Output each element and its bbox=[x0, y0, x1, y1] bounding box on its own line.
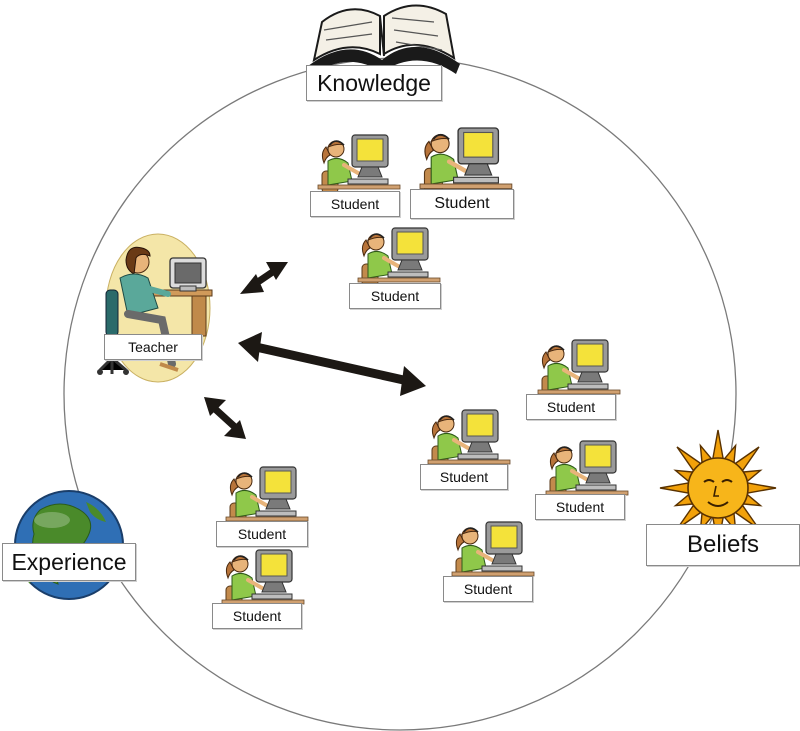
arrow-teacher-student-bottom bbox=[204, 397, 246, 439]
experience-label: Experience bbox=[2, 543, 136, 581]
student-label: Student bbox=[410, 189, 514, 219]
student-label: Student bbox=[526, 394, 616, 420]
student-icon bbox=[220, 548, 306, 610]
arrow-teacher-student-top bbox=[240, 262, 288, 294]
student-label: Student bbox=[310, 191, 400, 217]
student-label: Student bbox=[420, 464, 508, 490]
interaction-arrows bbox=[204, 262, 426, 439]
student-label: Student bbox=[443, 576, 533, 602]
beliefs-label: Beliefs bbox=[646, 524, 800, 566]
student-label: Student bbox=[535, 494, 625, 520]
student-icon bbox=[224, 465, 310, 527]
student-icon bbox=[536, 338, 622, 400]
student-icon bbox=[544, 439, 630, 501]
sun-ray bbox=[746, 482, 777, 494]
teacher-label: Teacher bbox=[104, 334, 202, 360]
student-icon bbox=[316, 133, 402, 195]
student-label: Student bbox=[349, 283, 441, 309]
arrow-teacher-student-group bbox=[238, 332, 426, 396]
student-icon bbox=[356, 226, 442, 288]
student-label: Student bbox=[216, 521, 308, 547]
student-icon bbox=[426, 408, 512, 470]
context-circle bbox=[63, 57, 737, 731]
student-icon bbox=[420, 128, 512, 193]
knowledge-label: Knowledge bbox=[306, 65, 442, 101]
sun-ray bbox=[712, 429, 724, 460]
student-label: Student bbox=[212, 603, 302, 629]
sun-icon bbox=[659, 429, 777, 547]
student-icon bbox=[450, 520, 536, 582]
sun-ray bbox=[659, 482, 690, 494]
open-book-icon bbox=[308, 4, 460, 76]
